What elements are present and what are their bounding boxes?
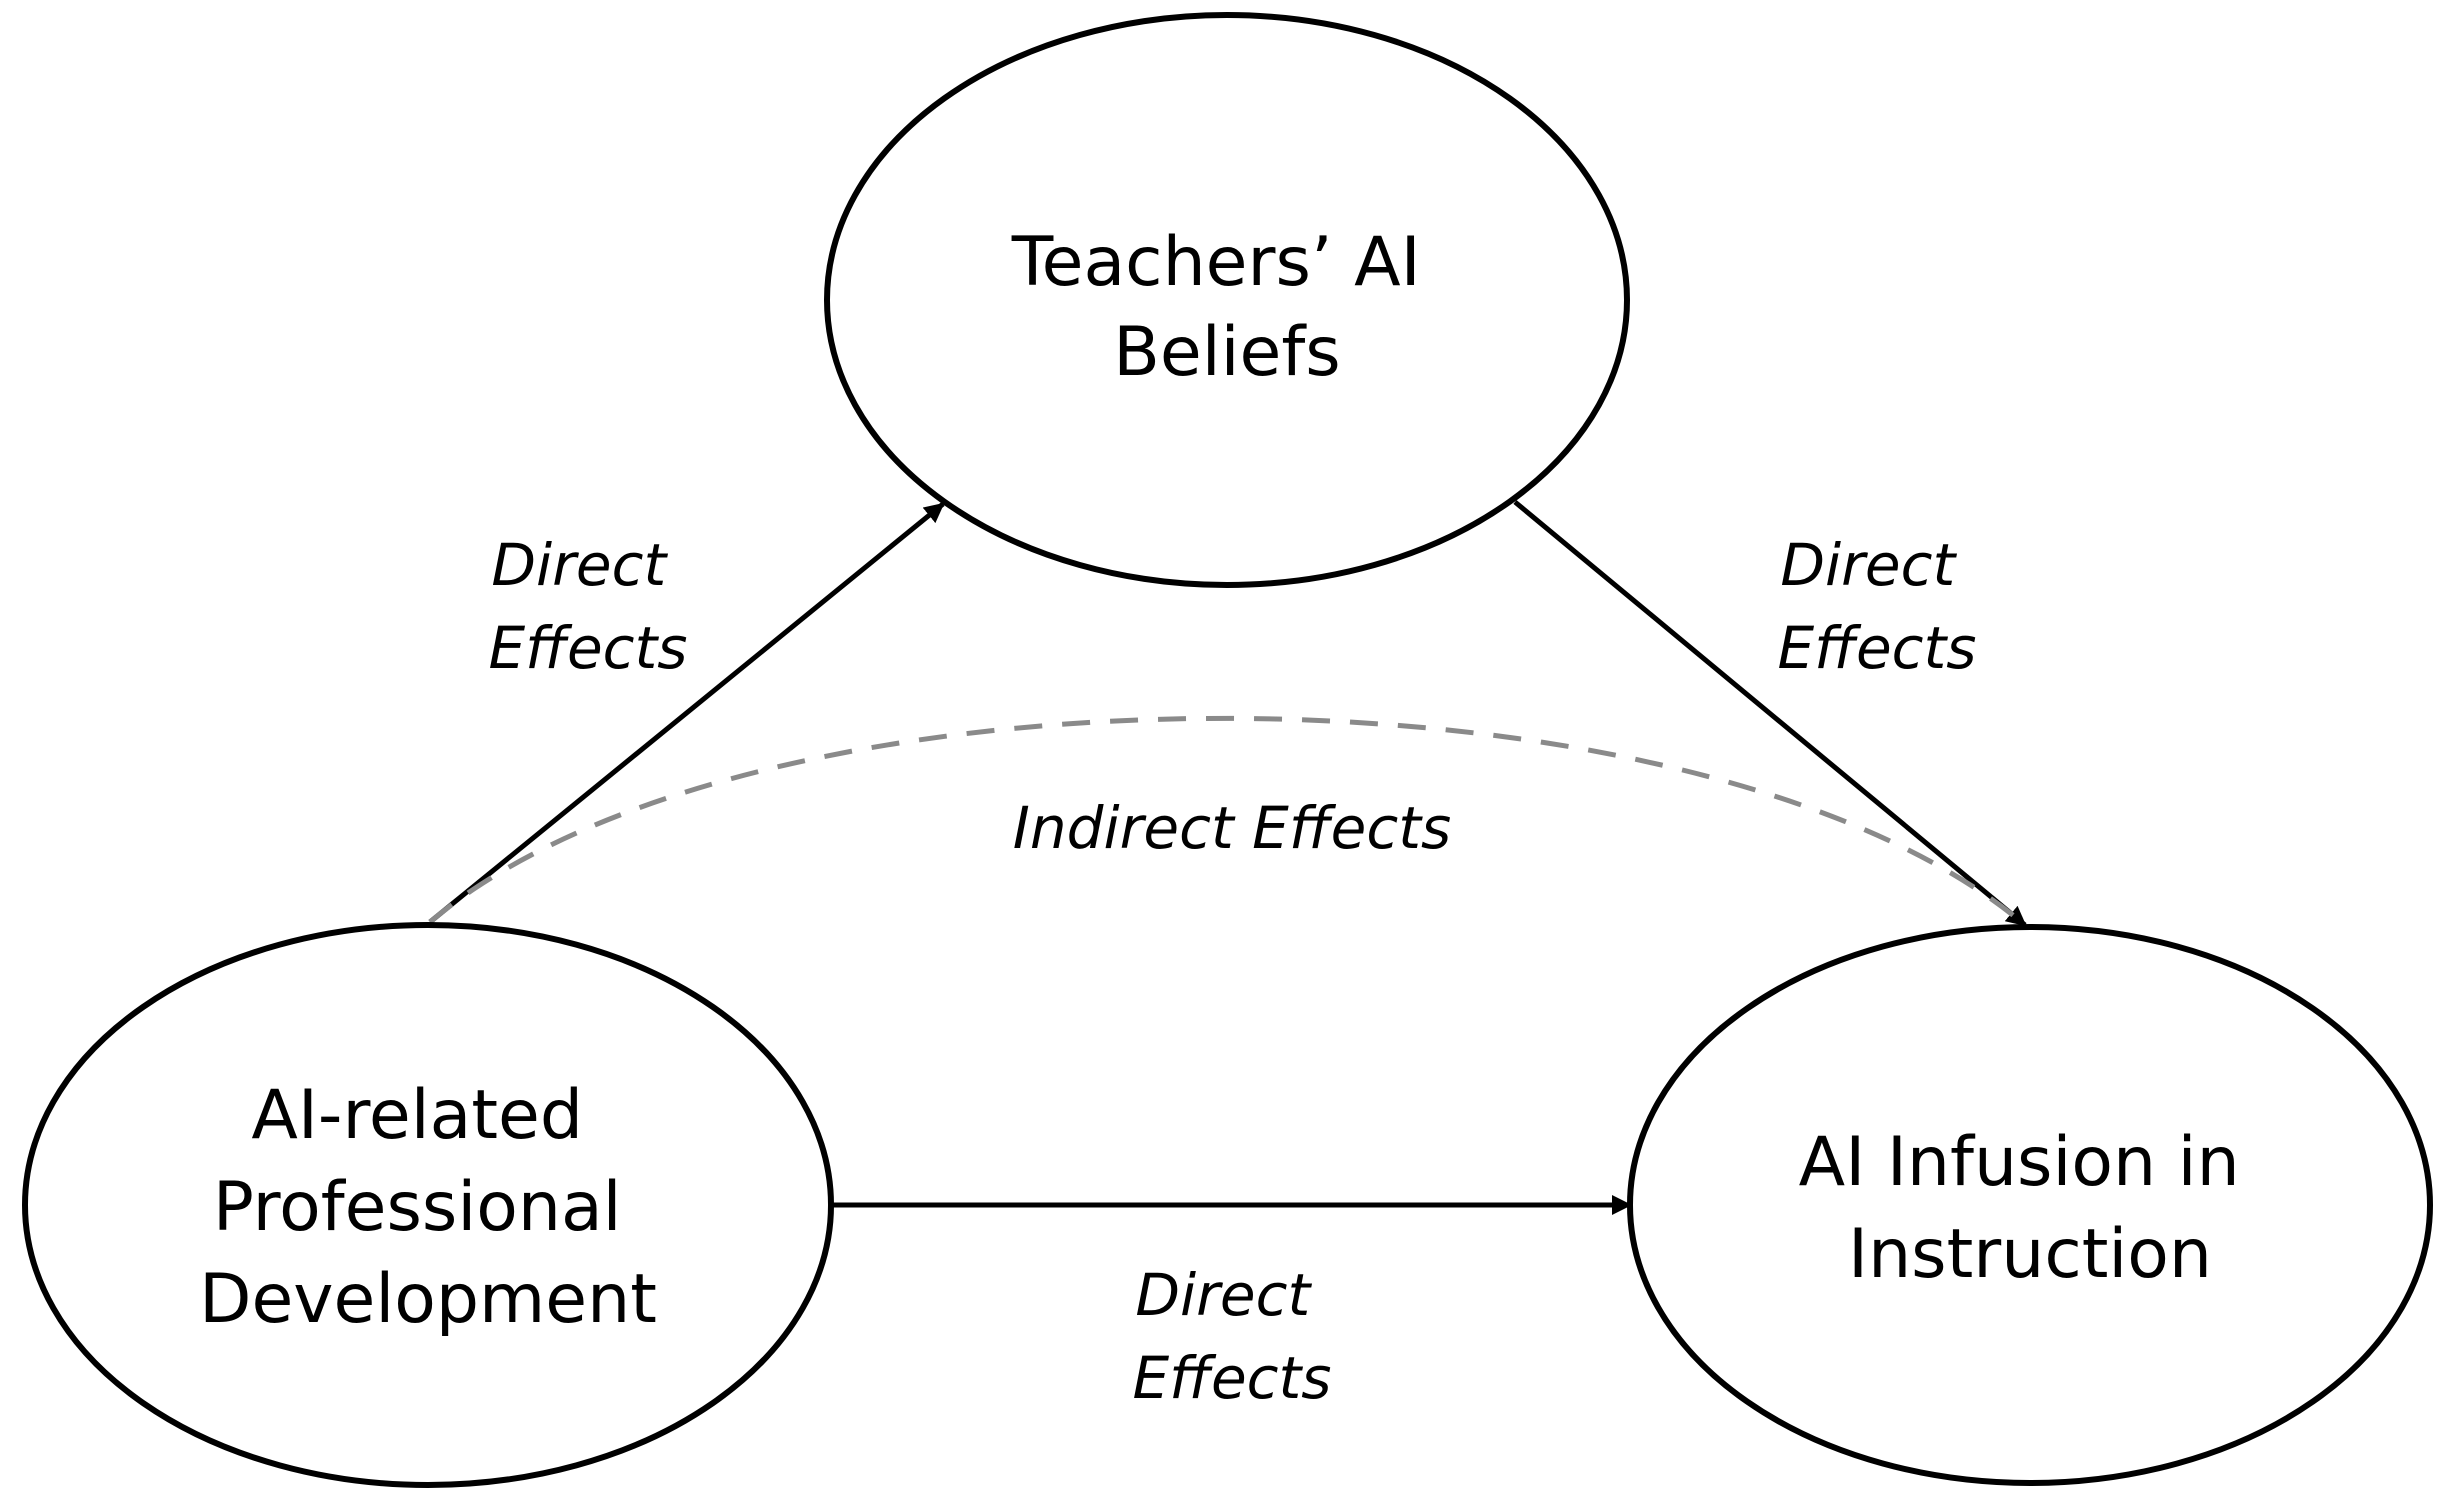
node-pd-label-line2: Professional: [213, 1168, 622, 1247]
node-infusion-label-line1: AI Infusion in: [1799, 1123, 2240, 1202]
edge-label-indirect: Indirect Effects: [1013, 794, 1451, 862]
edge-indirect-effect: [428, 715, 2027, 927]
edge-pd-to-beliefs: [428, 502, 945, 924]
node-ai-related-professional-development: AI-related Professional Development: [22, 922, 834, 1488]
edge-label-pd-to-infusion-line2: Effects: [1132, 1344, 1331, 1412]
node-infusion-label-line2: Instruction: [1848, 1215, 2212, 1294]
edge-label-beliefs-to-infusion-line1: Direct: [1780, 531, 1957, 599]
node-beliefs-label-line2: Beliefs: [1113, 313, 1340, 392]
node-infusion-ellipse: [1627, 924, 2433, 1486]
node-beliefs-label-line1: Teachers’ AI: [1011, 223, 1421, 302]
node-beliefs-ellipse: [824, 12, 1630, 588]
svg-text:AI-related Professional: AI-related Professional Development: [199, 1076, 657, 1339]
edge-label-beliefs-to-infusion-line2: Effects: [1777, 614, 1976, 682]
node-pd-label-line3: Development: [199, 1260, 657, 1339]
edge-label-pd-to-infusion: Direct Effects: [1132, 1261, 1331, 1412]
edge-label-pd-to-beliefs: Direct Effects: [488, 531, 687, 682]
svg-text:AI Infusion in Instructi: AI Infusion in Instruction: [1799, 1123, 2262, 1294]
node-ai-infusion-in-instruction: AI Infusion in Instruction: [1627, 924, 2433, 1486]
edge-label-pd-to-beliefs-line1: Direct: [491, 531, 668, 599]
edge-label-pd-to-beliefs-line2: Effects: [488, 614, 687, 682]
edge-label-beliefs-to-infusion: Direct Effects: [1777, 531, 1976, 682]
svg-text:Teachers’ AI Beliefs: Teachers’ AI Beliefs: [1011, 223, 1443, 392]
node-pd-ellipse: [22, 922, 834, 1488]
node-teachers-ai-beliefs: Teachers’ AI Beliefs: [824, 12, 1630, 588]
node-pd-label-line1: AI-related: [251, 1076, 583, 1155]
edge-label-pd-to-infusion-line1: Direct: [1135, 1261, 1312, 1329]
edge-beliefs-to-infusion: [1513, 500, 2027, 927]
